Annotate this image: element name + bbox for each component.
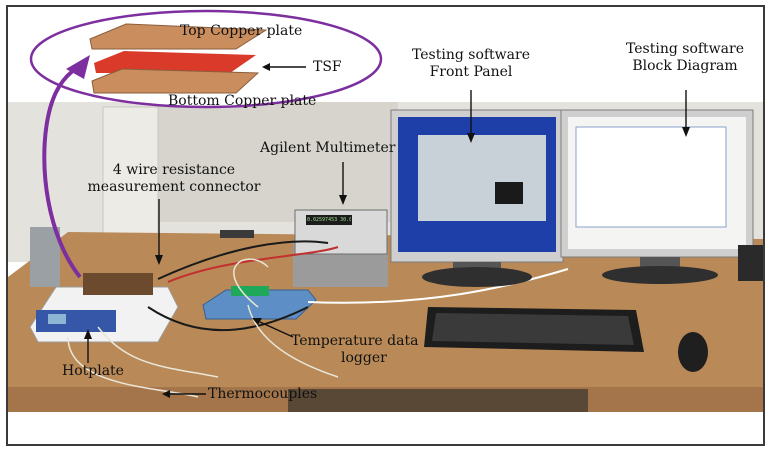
- monitor-block-stand: [640, 257, 680, 269]
- label-front-panel-line1: Testing software: [412, 47, 530, 63]
- front-panel-window: [418, 135, 546, 221]
- label-top-copper-plate: Top Copper plate: [180, 23, 303, 39]
- label-block-diagram-line2: Block Diagram: [632, 58, 738, 74]
- tsf-arrowhead: [262, 63, 270, 71]
- pointer-data-logger-head: [252, 318, 262, 325]
- label-connector: 4 wire resistance measurement connector: [86, 162, 262, 196]
- cable-port: [220, 230, 254, 238]
- label-connector-line1: 4 wire resistance: [112, 162, 236, 178]
- wall-shadow: [158, 102, 398, 222]
- purple-arrow: [42, 65, 82, 279]
- pointer-block-diagram-head: [682, 127, 690, 137]
- pointer-front-panel-head: [467, 133, 475, 143]
- pointer-hotplate-head: [84, 329, 92, 339]
- monitor-block-base: [602, 266, 718, 284]
- speaker: [738, 245, 763, 281]
- block-diagram-area: [575, 126, 727, 228]
- hotplate-top: [83, 273, 153, 295]
- label-front-panel: Testing software Front Panel: [411, 47, 531, 81]
- label-data-logger-line1: Temperature data: [291, 333, 419, 349]
- multimeter-display: [306, 215, 352, 225]
- pointer-connector-head: [155, 255, 163, 265]
- figure-frame: Top Copper plate TSF Bottom Copper plate…: [6, 5, 765, 446]
- pointer-multimeter-head: [339, 195, 347, 205]
- wires-red: [167, 246, 339, 283]
- lab-setup-photo: [8, 9, 763, 412]
- label-front-panel-line2: Front Panel: [429, 64, 513, 80]
- floor-dark: [288, 389, 588, 412]
- logger-plugs: [231, 286, 269, 296]
- top-copper-plate: [89, 23, 268, 50]
- label-data-logger-line2: logger: [341, 350, 387, 366]
- label-block-diagram-line1: Testing software: [626, 41, 744, 57]
- label-multimeter: Agilent Multimeter: [260, 140, 396, 156]
- data-logger: [202, 289, 317, 320]
- wires-black: [147, 240, 329, 332]
- mouse: [678, 332, 708, 372]
- bottom-copper-plate: [91, 68, 260, 94]
- hotplate-screen: [48, 314, 66, 324]
- label-data-logger: Temperature data logger: [291, 333, 418, 367]
- purple-arrowhead: [66, 55, 90, 79]
- desk: [8, 232, 763, 412]
- label-bottom-copper-plate: Bottom Copper plate: [168, 93, 317, 109]
- thermocouple-wires: [67, 258, 339, 398]
- pointer-thermocouples-head: [162, 390, 170, 398]
- multimeter-display-text: 0.02597453 30.07: [307, 217, 351, 223]
- label-hotplate: Hotplate: [62, 363, 124, 379]
- label-tsf: TSF: [313, 59, 342, 75]
- pointer-data-logger: [259, 321, 294, 338]
- side-device: [30, 227, 60, 287]
- label-block-diagram: Testing software Block Diagram: [620, 41, 750, 75]
- keyboard-keys: [432, 313, 634, 345]
- front-panel-graph: [495, 182, 523, 204]
- white-cable: [307, 268, 569, 304]
- label-connector-line2: measurement connector: [87, 179, 261, 195]
- tsf-layer: [94, 51, 256, 73]
- label-thermocouples: Thermocouples: [208, 386, 318, 402]
- monitor-front-base: [422, 267, 532, 287]
